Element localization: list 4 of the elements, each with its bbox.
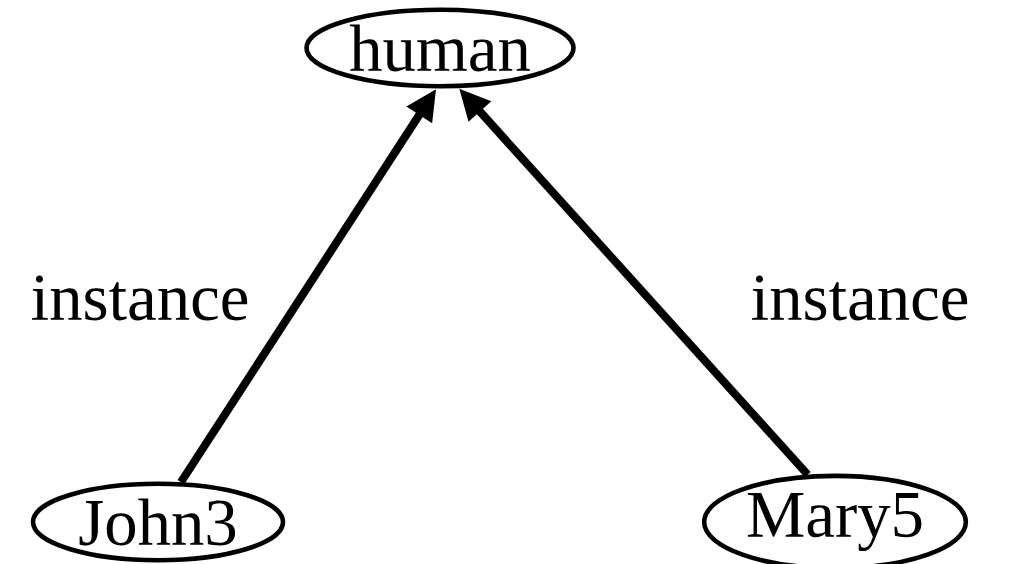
ellipse-node: John3	[30, 481, 286, 563]
ellipse-node: human	[304, 7, 576, 89]
edge-label: instance	[27, 272, 253, 324]
edge-label: instance	[747, 272, 973, 324]
